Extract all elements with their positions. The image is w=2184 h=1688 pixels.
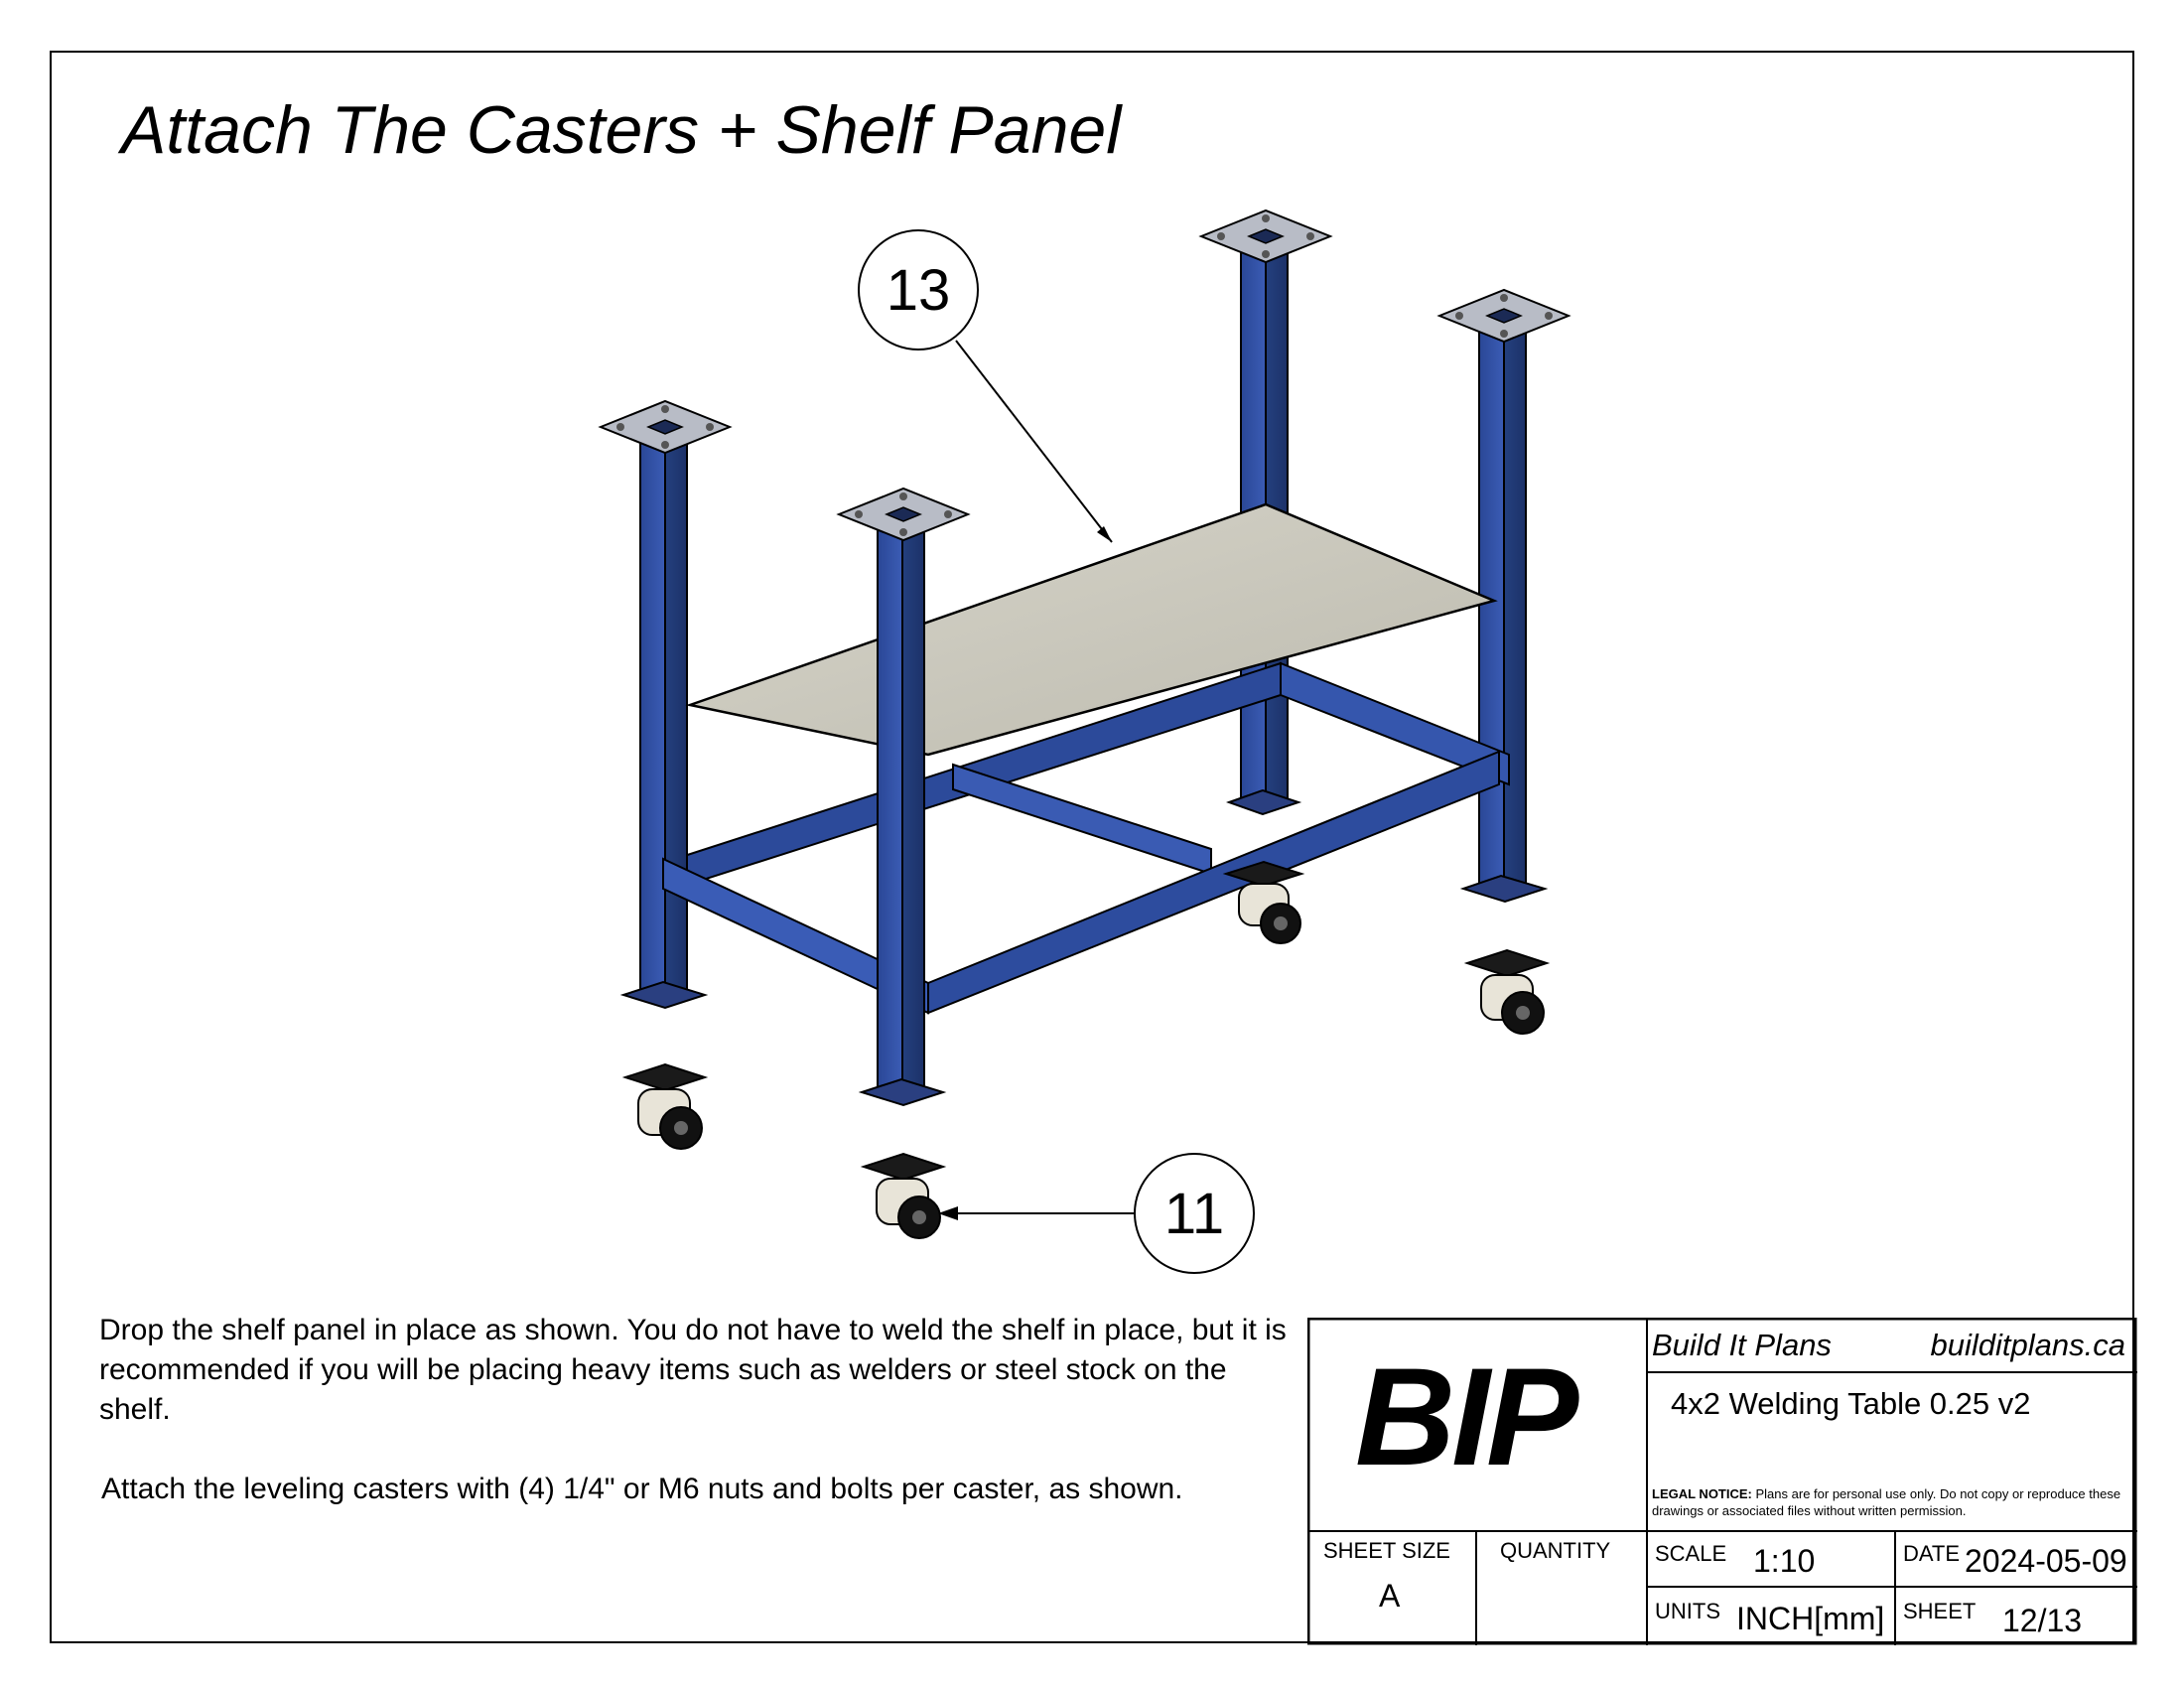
leg-front-left bbox=[836, 487, 971, 1107]
sheet-border bbox=[50, 51, 2134, 1643]
title-block-grid bbox=[1307, 1318, 2137, 1645]
sheet-number: 12/13 bbox=[2002, 1603, 2083, 1638]
callout-label-13: 13 bbox=[887, 258, 951, 323]
callout-label-11: 11 bbox=[1164, 1182, 1224, 1246]
company-name: Build It Plans bbox=[1652, 1328, 1832, 1362]
leader-arrow-13 bbox=[1097, 526, 1112, 542]
company-logo: BIP bbox=[1355, 1338, 1578, 1494]
note-paragraph-shelf: Drop the shelf panel in place as shown. … bbox=[99, 1314, 1287, 1426]
leader-line-13 bbox=[955, 340, 1113, 543]
callout-balloon-11 bbox=[1134, 1153, 1255, 1274]
assembly-notes: Drop the shelf panel in place as shown. … bbox=[99, 1311, 1291, 1509]
sheet-size-label: SHEET SIZE bbox=[1323, 1538, 1450, 1563]
leg-back-left bbox=[598, 399, 733, 1010]
leg-far-right bbox=[1436, 288, 1571, 904]
scale-value: 1:10 bbox=[1753, 1543, 1816, 1579]
leader-arrow-11 bbox=[938, 1206, 958, 1220]
callout-balloon-13 bbox=[858, 229, 979, 351]
legal-notice-label: LEGAL NOTICE: bbox=[1652, 1486, 1752, 1501]
units-label: UNITS bbox=[1655, 1599, 1720, 1623]
page-title: Attach The Casters + Shelf Panel bbox=[121, 92, 1122, 168]
date-label: DATE bbox=[1903, 1541, 1961, 1566]
legal-notice: LEGAL NOTICE: Plans are for personal use… bbox=[1652, 1485, 2128, 1519]
assembly-drawing: 13 11 bbox=[598, 209, 1571, 1274]
rail-front bbox=[927, 750, 1500, 1015]
units-value: INCH[mm] bbox=[1736, 1601, 1885, 1636]
caster-back-right bbox=[1222, 860, 1305, 944]
quantity-label: QUANTITY bbox=[1500, 1538, 1611, 1563]
rail-cross bbox=[952, 763, 1212, 876]
caster-far-right bbox=[1463, 948, 1551, 1035]
legal-notice-text: Plans are for personal use only. Do not … bbox=[1652, 1486, 2121, 1518]
caster-front-left bbox=[860, 1152, 947, 1239]
caster-back-left bbox=[621, 1062, 709, 1150]
date-value: 2024-05-09 bbox=[1965, 1543, 2127, 1579]
company-website: builditplans.ca bbox=[1930, 1328, 2125, 1362]
scale-label: SCALE bbox=[1655, 1541, 1727, 1566]
sheet-label: SHEET bbox=[1903, 1599, 1977, 1623]
title-block: BIP Build It Plans builditplans.ca 4x2 W… bbox=[1307, 1318, 2137, 1645]
sheet-size-value: A bbox=[1379, 1578, 1401, 1614]
note-paragraph-casters: Attach the leveling casters with (4) 1/4… bbox=[101, 1473, 1183, 1505]
project-title: 4x2 Welding Table 0.25 v2 bbox=[1671, 1386, 2031, 1421]
